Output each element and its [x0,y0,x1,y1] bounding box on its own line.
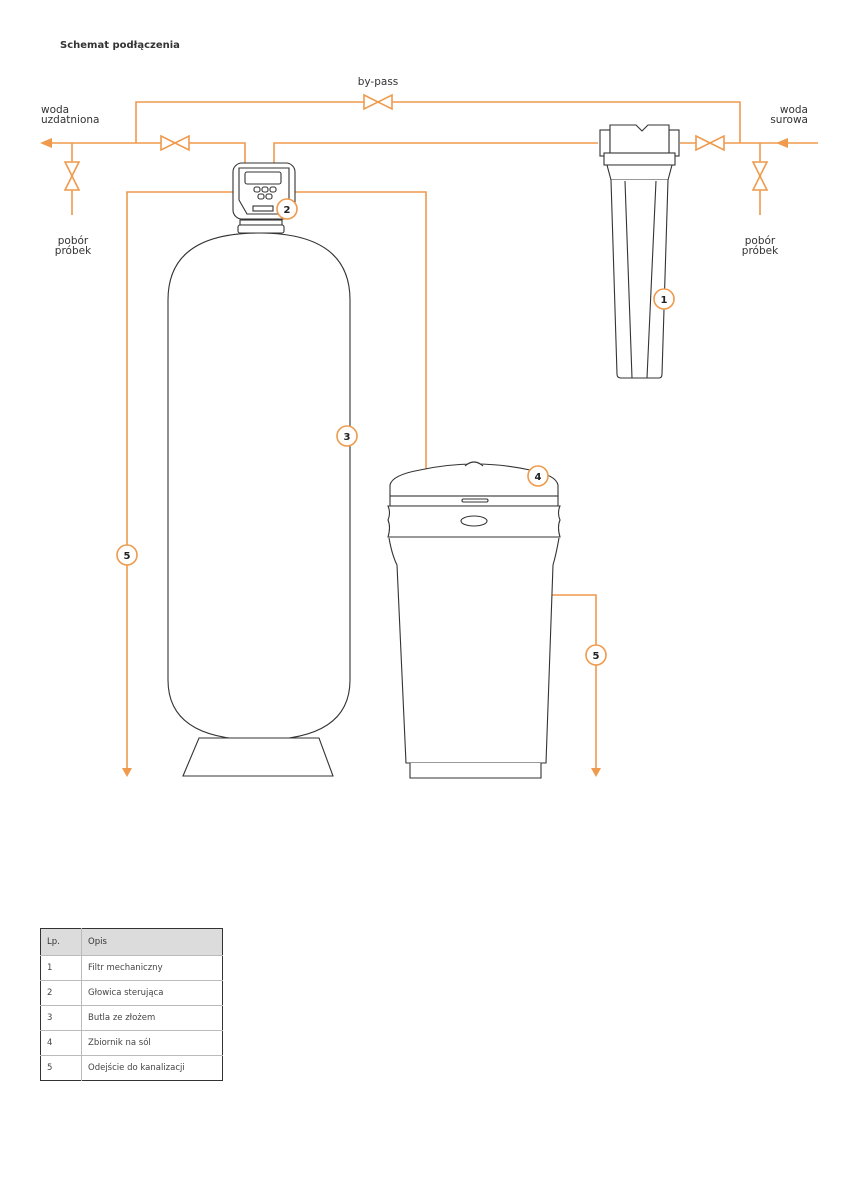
svg-text:5: 5 [124,551,131,562]
sample-valve-right-icon [751,161,769,191]
outlet-pipe [52,142,246,166]
inlet-arrow-icon [776,138,788,148]
row-description: Odejście do kanalizacji [81,1055,223,1081]
valves [63,93,769,191]
row-number: 5 [40,1055,82,1081]
resin-tank [167,232,351,777]
svg-text:1: 1 [661,295,668,306]
svg-text:2: 2 [284,205,291,216]
row-description: Filtr mechaniczny [81,955,223,981]
drain-pipe-left [126,191,233,770]
sample-label-left-2: próbek [55,245,92,257]
outlet-valve-icon [160,134,190,152]
badge-5-right: 5 [585,644,607,666]
row-description: Butla ze złożem [81,1005,223,1031]
drain-pipe-right [552,594,597,770]
svg-text:4: 4 [535,472,542,483]
row-number: 2 [40,980,82,1006]
badge-2: 2 [276,198,298,220]
row-description: Głowica sterująca [81,980,223,1006]
table-header-row: Lp. Opis [40,928,223,956]
mechanical-filter [599,124,680,379]
diagram-title: Schemat podłączenia [60,40,180,51]
drain-arrow-right-icon [591,768,601,777]
badge-1: 1 [653,288,675,310]
header-opis: Opis [81,928,223,956]
filter-to-head-pipe [273,142,598,166]
display-icon [244,171,282,185]
inlet-label-2: surowa [770,114,808,126]
pipes [40,101,818,777]
inlet-valve-icon [695,134,725,152]
row-number: 1 [40,955,82,981]
row-description: Zbiornik na sól [81,1030,223,1056]
header-lp: Lp. [40,928,82,956]
brine-tank [387,461,561,779]
bypass-pipe [135,101,741,143]
outlet-label-1: woda [41,104,69,116]
drain-arrow-left-icon [122,768,132,777]
badge-3: 3 [336,425,358,447]
sample-valve-left-icon [63,161,81,191]
badge-4: 4 [527,465,549,487]
brine-pipe [295,191,427,470]
outlet-arrow-icon [40,138,52,148]
bypass-valve-icon [363,93,393,111]
control-head [232,162,296,234]
sample-label-right-2: próbek [742,245,779,257]
badge-5-left: 5 [116,544,138,566]
row-number: 4 [40,1030,82,1056]
svg-text:3: 3 [344,432,351,443]
inlet-label-1: woda [780,104,808,116]
bypass-label: by-pass [358,76,399,88]
row-number: 3 [40,1005,82,1031]
sample-label-right-1: pobór [745,235,776,247]
svg-text:5: 5 [593,651,600,662]
outlet-label-2: uzdatniona [41,114,99,126]
sample-label-left-1: pobór [58,235,89,247]
